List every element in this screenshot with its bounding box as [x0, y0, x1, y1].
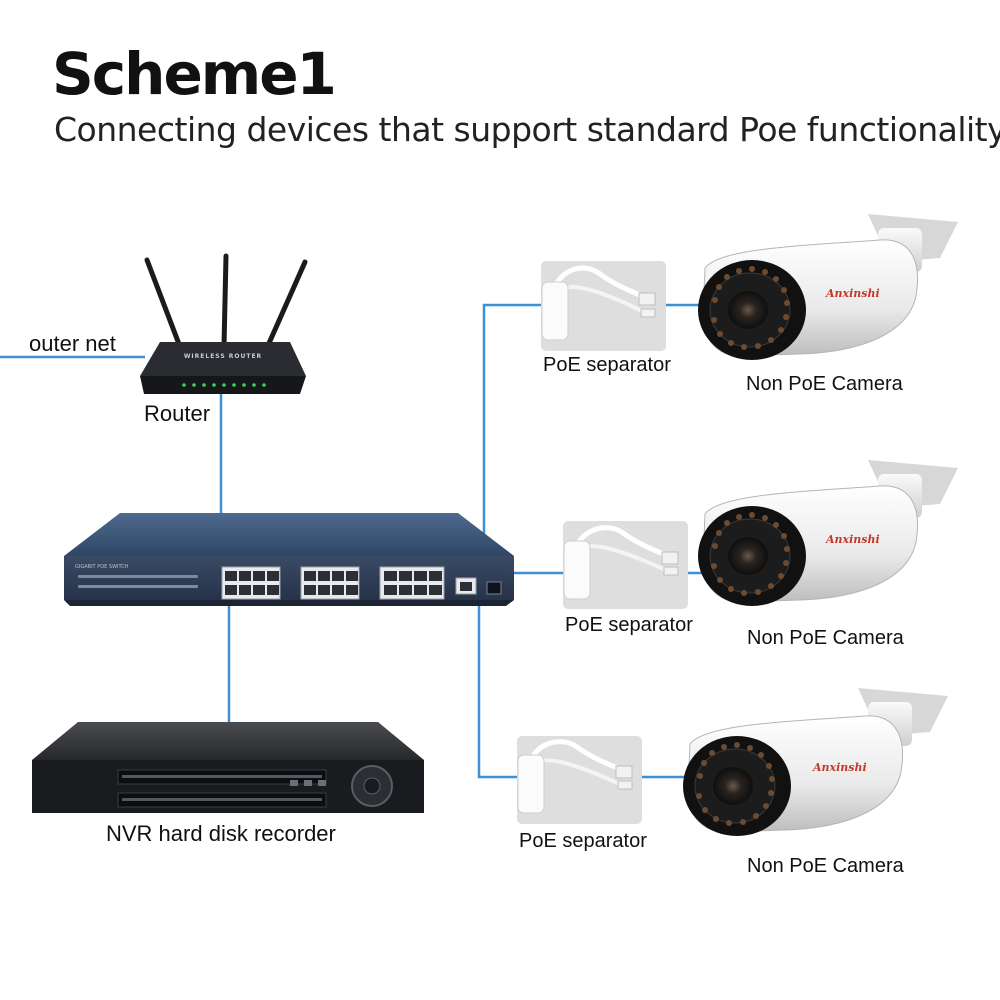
cable-switch-branch-3	[477, 605, 517, 779]
camera-3: Anxinshi	[683, 688, 948, 836]
camera-brand-text: Anxinshi	[825, 287, 880, 300]
router-antenna	[263, 259, 308, 353]
camera-2: Anxinshi	[698, 460, 958, 606]
router-antenna	[144, 257, 185, 355]
camera-label: Non PoE Camera	[747, 627, 904, 649]
nvr-label: NVR hard disk recorder	[106, 821, 336, 846]
camera-label: Non PoE Camera	[746, 373, 903, 395]
router-label: Router	[144, 401, 211, 426]
poe-separator-label: PoE separator	[543, 354, 671, 376]
cable-switch-branch-1	[482, 303, 541, 560]
poe-separator-label: PoE separator	[565, 614, 693, 636]
page-title: Scheme1	[52, 40, 337, 108]
router-badge-text: WIRELESS ROUTER	[184, 353, 262, 360]
router-antenna	[221, 253, 229, 349]
router-device: WIRELESS ROUTER	[140, 253, 308, 394]
sfp-port	[486, 581, 502, 595]
poe-separator-2	[563, 521, 688, 609]
camera-brand-text: Anxinshi	[825, 533, 880, 546]
outer-net-label: outer net	[29, 331, 116, 356]
poe-separator-label: PoE separator	[519, 830, 647, 852]
poe-separator-3	[517, 736, 642, 824]
camera-brand-text: Anxinshi	[812, 761, 867, 774]
switch-badge-text: GIGABIT POE SWITCH	[75, 564, 129, 570]
poe-switch-device: GIGABIT POE SWITCH	[64, 513, 514, 606]
page-subtitle: Connecting devices that support standard…	[54, 110, 1000, 149]
network-cables	[0, 303, 705, 779]
camera-label: Non PoE Camera	[747, 855, 904, 877]
nvr-device	[32, 722, 424, 813]
poe-separator-1	[541, 261, 666, 351]
camera-1: Anxinshi	[698, 214, 958, 360]
